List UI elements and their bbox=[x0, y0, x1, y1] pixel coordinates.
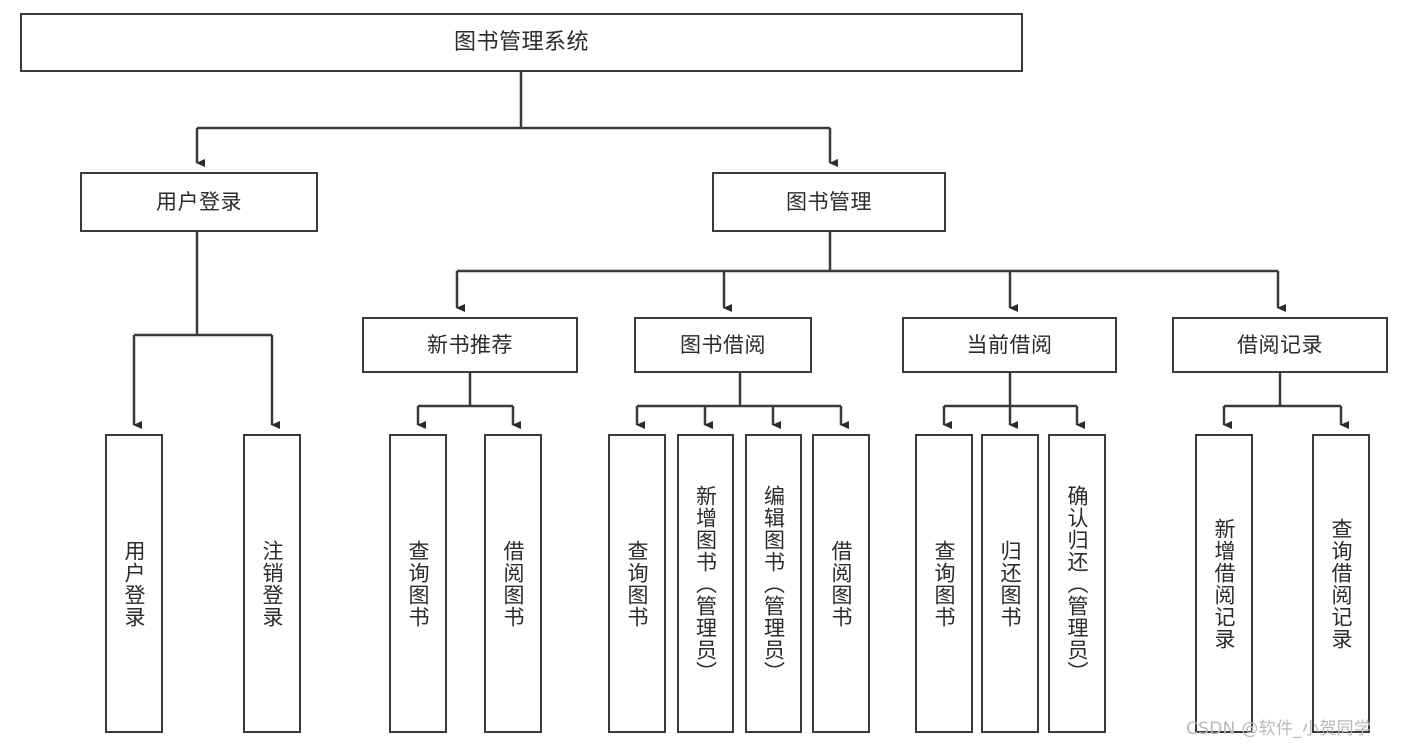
node-label: 查询图书 bbox=[932, 539, 957, 628]
leaf-query-book-current[interactable]: 查询图书 bbox=[915, 434, 973, 733]
leaf-query-borrow-record[interactable]: 查询借阅记录 bbox=[1312, 434, 1370, 733]
leaf-edit-book-admin[interactable]: 编辑图书（管理员） bbox=[745, 434, 802, 733]
node-label: 新书推荐 bbox=[427, 332, 513, 357]
node-label: 图书管理系统 bbox=[453, 29, 589, 55]
node-label: 确认归还（管理员） bbox=[1065, 484, 1090, 683]
watermark-text: CSDN @软件_小贺同学 bbox=[1186, 719, 1372, 739]
node-label: 查询图书 bbox=[625, 539, 650, 628]
node-user-login[interactable]: 用户登录 bbox=[80, 172, 318, 232]
node-new-book-recommend[interactable]: 新书推荐 bbox=[362, 317, 578, 373]
node-label: 用户登录 bbox=[122, 539, 147, 628]
node-borrow-record[interactable]: 借阅记录 bbox=[1172, 317, 1388, 373]
leaf-return-book[interactable]: 归还图书 bbox=[981, 434, 1039, 733]
node-label: 当前借阅 bbox=[966, 332, 1053, 357]
node-label: 注销登录 bbox=[260, 539, 285, 628]
node-label: 借阅图书 bbox=[501, 539, 526, 628]
node-label: 借阅图书 bbox=[829, 539, 854, 628]
leaf-user-login[interactable]: 用户登录 bbox=[105, 434, 163, 733]
node-label: 编辑图书（管理员） bbox=[761, 484, 786, 683]
node-label: 图书管理 bbox=[786, 189, 872, 214]
node-root-book-management-system[interactable]: 图书管理系统 bbox=[20, 13, 1023, 72]
node-book-manage[interactable]: 图书管理 bbox=[712, 172, 946, 232]
node-label: 归还图书 bbox=[998, 539, 1023, 628]
node-book-borrow[interactable]: 图书借阅 bbox=[634, 317, 812, 373]
leaf-borrow-book[interactable]: 借阅图书 bbox=[812, 434, 870, 733]
leaf-borrow-book-recommend[interactable]: 借阅图书 bbox=[484, 434, 542, 733]
node-label: 用户登录 bbox=[156, 189, 242, 214]
leaf-query-book-borrow[interactable]: 查询图书 bbox=[608, 434, 666, 733]
leaf-user-logout[interactable]: 注销登录 bbox=[243, 434, 301, 733]
node-label: 新增图书（管理员） bbox=[693, 484, 718, 683]
node-current-borrow[interactable]: 当前借阅 bbox=[902, 317, 1117, 373]
leaf-add-book-admin[interactable]: 新增图书（管理员） bbox=[677, 434, 734, 733]
node-label: 图书借阅 bbox=[680, 332, 766, 357]
leaf-query-book-recommend[interactable]: 查询图书 bbox=[389, 434, 447, 733]
leaf-confirm-return-admin[interactable]: 确认归还（管理员） bbox=[1048, 434, 1106, 733]
node-label: 借阅记录 bbox=[1237, 332, 1323, 357]
node-label: 查询借阅记录 bbox=[1329, 517, 1354, 650]
node-label: 新增借阅记录 bbox=[1212, 517, 1237, 650]
node-label: 查询图书 bbox=[406, 539, 431, 628]
leaf-add-borrow-record[interactable]: 新增借阅记录 bbox=[1195, 434, 1253, 733]
